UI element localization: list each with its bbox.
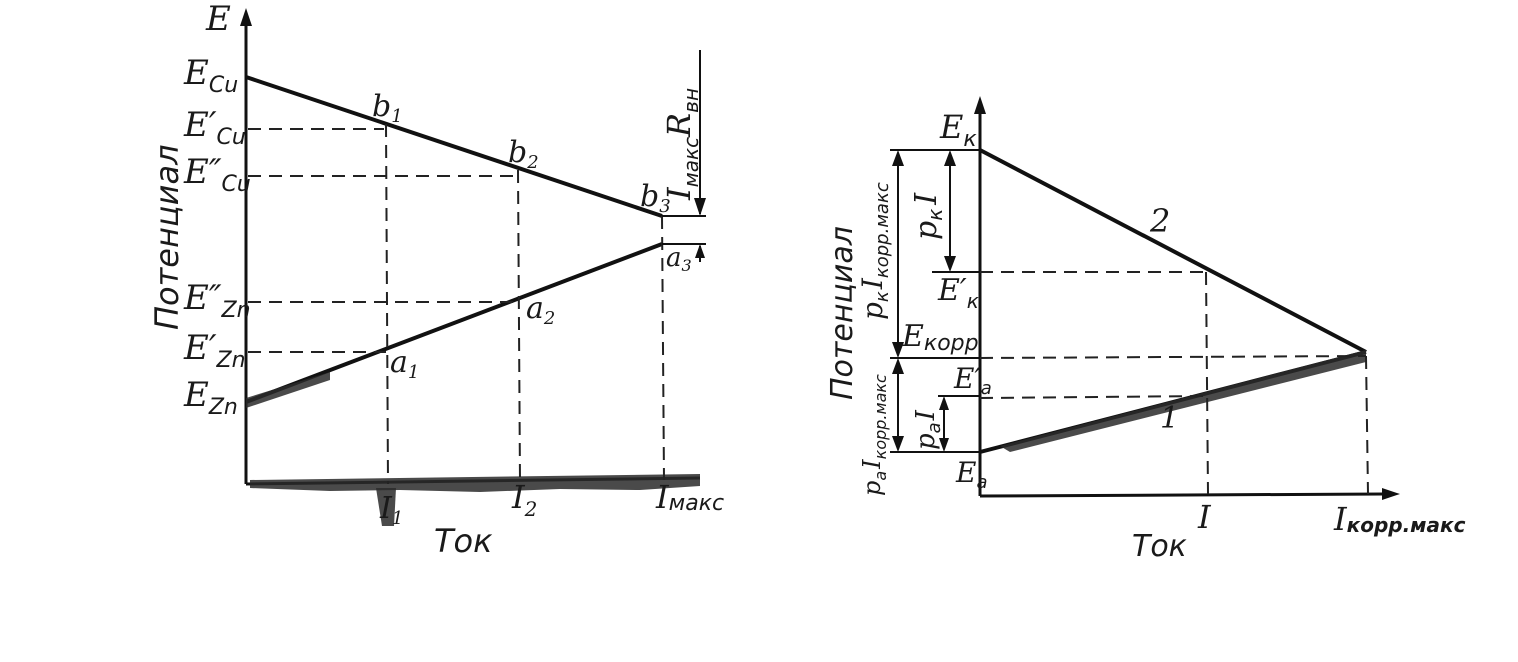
left-y-title: Потенциал xyxy=(148,144,186,330)
left-diagram: E ECu E′Cu E″Cu E″Zn E′Zn EZn b1 b2 b3 a… xyxy=(148,0,724,560)
label-line-1: 1 xyxy=(1160,401,1179,436)
dim-pk-i-arrow-top xyxy=(944,150,956,166)
label-a1: a1 xyxy=(390,345,419,383)
left-cathode-line xyxy=(245,75,663,218)
dash-ikorr xyxy=(1365,355,1369,495)
dash-i xyxy=(1205,271,1209,495)
label-e-zn-prime: E′Zn xyxy=(183,328,246,373)
right-cathode-line xyxy=(979,148,1367,354)
label-e-korr: Eкорр xyxy=(901,319,979,356)
label-pk-i: pкI xyxy=(909,192,947,240)
dash-ea1 xyxy=(979,395,1207,399)
dim-pa-imax-arrow-top xyxy=(892,358,904,374)
label-i1: I1 xyxy=(379,491,403,529)
label-e-a-prime: E′a xyxy=(953,362,992,399)
label-e-k-prime: E′к xyxy=(937,273,979,313)
dash-i1 xyxy=(385,123,389,485)
i1-tick-shading xyxy=(376,488,396,526)
left-x-title: Ток xyxy=(434,522,493,560)
label-ir-drop: IмаксRвн xyxy=(660,88,703,201)
label-b3: b3 xyxy=(640,179,671,217)
left-anode-line xyxy=(245,242,663,404)
label-i: I xyxy=(1197,498,1212,536)
label-ikorr-max: Iкорр.макс xyxy=(1333,500,1466,538)
drop-arrowhead-up xyxy=(695,244,705,258)
right-y-arrow xyxy=(974,96,986,114)
left-x-axis-shading xyxy=(250,474,700,492)
dash-i2 xyxy=(517,169,521,483)
right-anode-shading xyxy=(1000,350,1366,452)
right-diagram: Eк E′к Eкорр E′a Ea 2 1 pкI pкIкорр.макс… xyxy=(825,96,1466,564)
label-e-zn-dprime: E″Zn xyxy=(183,278,251,323)
label-a3: a3 xyxy=(666,243,692,275)
dim-pk-imax-arrow-top xyxy=(892,150,904,166)
left-y-symbol: E xyxy=(205,0,231,39)
dash-ekorr xyxy=(979,355,1367,359)
left-y-arrow xyxy=(240,8,252,26)
label-imax: Iмакс xyxy=(655,478,724,516)
drop-arrowhead-down xyxy=(694,198,706,216)
label-pa-imax: paIкорр.макс xyxy=(858,374,890,496)
label-e-cu-dprime: E″Cu xyxy=(183,152,251,197)
dim-pa-i-arrow-top xyxy=(939,396,949,410)
label-i2: I2 xyxy=(511,478,537,521)
label-line-2: 2 xyxy=(1149,202,1170,240)
label-e-cu-prime: E′Cu xyxy=(183,105,246,150)
label-e-zn: EZn xyxy=(183,375,238,420)
label-pk-imax: pкIкорр.макс xyxy=(856,182,893,320)
dim-pk-imax-arrow-bottom xyxy=(892,342,904,358)
label-a2: a2 xyxy=(526,291,555,329)
right-x-axis xyxy=(979,492,1385,498)
right-x-title: Ток xyxy=(1132,529,1187,564)
label-e-k: Eк xyxy=(939,108,977,152)
dim-pk-i-arrow-bottom xyxy=(944,256,956,272)
right-y-title: Потенциал xyxy=(825,226,860,400)
left-anode-shading xyxy=(246,372,330,408)
label-b1: b1 xyxy=(372,89,403,127)
label-e-cu: ECu xyxy=(183,53,238,98)
dim-pa-i-arrow-bottom xyxy=(939,438,949,452)
right-x-arrow xyxy=(1382,488,1400,500)
label-b2: b2 xyxy=(508,135,539,173)
label-pa-i: paI xyxy=(911,409,945,450)
label-e-a: Ea xyxy=(955,456,987,493)
dim-pa-imax-arrow-bottom xyxy=(892,436,904,452)
dash-imax xyxy=(661,215,665,481)
